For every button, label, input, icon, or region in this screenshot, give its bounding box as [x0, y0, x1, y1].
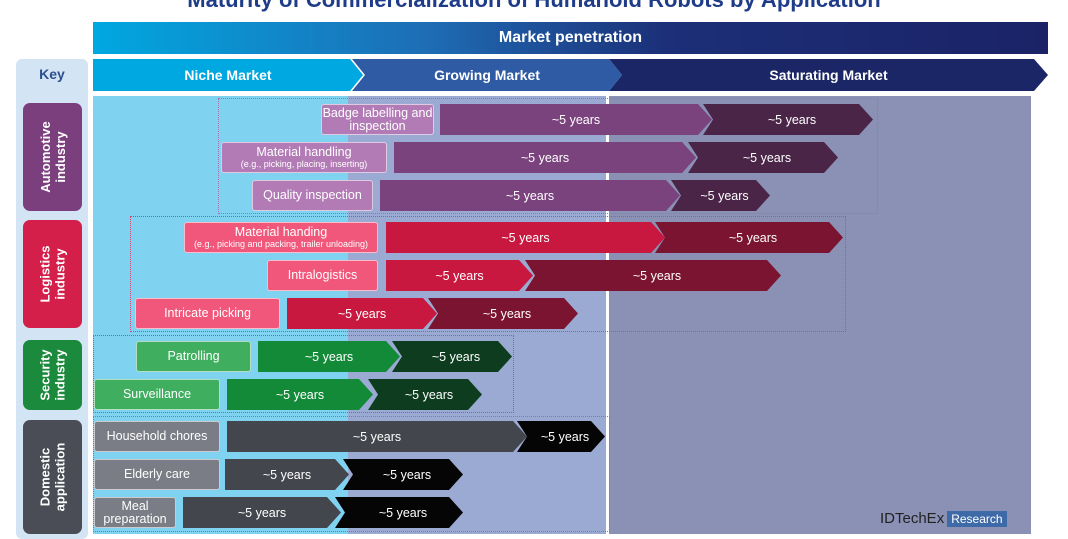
application-label: Intralogistics [267, 260, 378, 291]
application-label: Elderly care [94, 459, 220, 490]
saturating-phase-bar: ~5 years [671, 180, 770, 211]
application-label: Quality inspection [252, 180, 373, 211]
application-label: Badge labelling and inspection [321, 104, 434, 135]
saturating-phase-bar: ~5 years [343, 459, 463, 490]
stage-growing-market: Growing Market [352, 59, 622, 91]
logo-research: Research [947, 510, 1007, 527]
growth-phase-bar: ~5 years [386, 222, 665, 253]
group-outline [93, 335, 514, 413]
growth-phase-bar: ~5 years [287, 298, 437, 329]
growth-phase-bar: ~5 years [440, 104, 712, 135]
logo-brand: IDTechEx [880, 510, 945, 527]
application-label: Material handling(e.g., picking, placing… [221, 142, 387, 173]
growth-phase-bar: ~5 years [380, 180, 680, 211]
key-label: Key [39, 66, 65, 82]
diagram-title: Maturity of Commercialization of Humanoi… [0, 0, 1068, 13]
group-outline [130, 216, 846, 332]
application-label: Surveillance [94, 379, 220, 410]
application-label: Patrolling [136, 341, 251, 372]
application-label: Intricate picking [135, 298, 280, 329]
saturating-phase-bar: ~5 years [688, 142, 838, 173]
saturating-phase-bar: ~5 years [428, 298, 578, 329]
saturating-phase-bar: ~5 years [335, 497, 463, 528]
growth-phase-bar: ~5 years [227, 421, 527, 452]
application-label: Meal preparation [94, 497, 176, 528]
group-outline [218, 98, 878, 214]
saturating-phase-bar: ~5 years [517, 421, 605, 452]
growth-phase-bar: ~5 years [394, 142, 696, 173]
growth-phase-bar: ~5 years [225, 459, 349, 490]
application-label: Household chores [94, 421, 220, 452]
group-outline [93, 416, 610, 532]
stage-saturating-market: Saturating Market [609, 59, 1048, 91]
stage-niche-market: Niche Market [93, 59, 363, 91]
saturating-phase-bar: ~5 years [525, 260, 781, 291]
growth-phase-bar: ~5 years [386, 260, 533, 291]
saturating-phase-bar: ~5 years [703, 104, 873, 135]
market-penetration-header: Market penetration [93, 22, 1048, 54]
region-divider [606, 96, 609, 534]
growth-phase-bar: ~5 years [227, 379, 373, 410]
growth-phase-bar: ~5 years [183, 497, 341, 528]
saturating-phase-bar: ~5 years [655, 222, 843, 253]
idtechex-logo: IDTechEx Research [880, 510, 1007, 527]
application-label: Material handing(e.g., picking and packi… [184, 222, 378, 253]
growth-phase-bar: ~5 years [258, 341, 400, 372]
saturating-phase-bar: ~5 years [392, 341, 512, 372]
saturating-phase-bar: ~5 years [368, 379, 482, 410]
